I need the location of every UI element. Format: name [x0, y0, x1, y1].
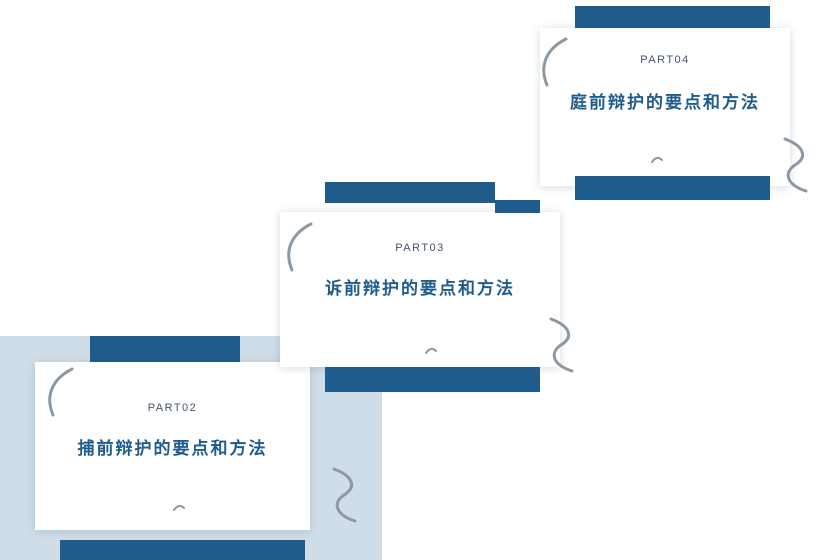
part03-top-bar-step	[495, 200, 540, 213]
squiggle-icon	[651, 156, 663, 163]
part03-bottom-bar	[325, 367, 540, 392]
part03-title: 诉前辩护的要点和方法	[325, 279, 515, 298]
swoosh-left-icon	[48, 367, 74, 417]
part04-bottom-bar	[575, 176, 770, 200]
part02-title: 捕前辩护的要点和方法	[77, 439, 268, 458]
part04-top-bar	[575, 6, 770, 28]
part02-label: PART02	[147, 402, 198, 414]
part03-top-bar	[325, 182, 495, 203]
swoosh-right-icon	[783, 137, 808, 193]
swoosh-right-icon	[332, 467, 357, 523]
squiggle-icon	[173, 504, 185, 511]
part04-label: PART04	[640, 54, 690, 66]
section-card-part04[interactable]: PART04 庭前辩护的要点和方法	[540, 28, 790, 186]
swoosh-left-icon	[287, 222, 313, 272]
part02-top-bar	[90, 336, 240, 362]
part03-label: PART03	[395, 242, 445, 254]
squiggle-icon	[425, 347, 437, 354]
swoosh-right-icon	[549, 317, 574, 373]
part02-bottom-bar	[60, 540, 305, 560]
part04-title: 庭前辩护的要点和方法	[570, 93, 760, 112]
section-card-part02[interactable]: PART02 捕前辩护的要点和方法	[35, 362, 310, 530]
swoosh-left-icon	[542, 37, 568, 87]
section-card-part03[interactable]: PART03 诉前辩护的要点和方法	[280, 212, 560, 367]
